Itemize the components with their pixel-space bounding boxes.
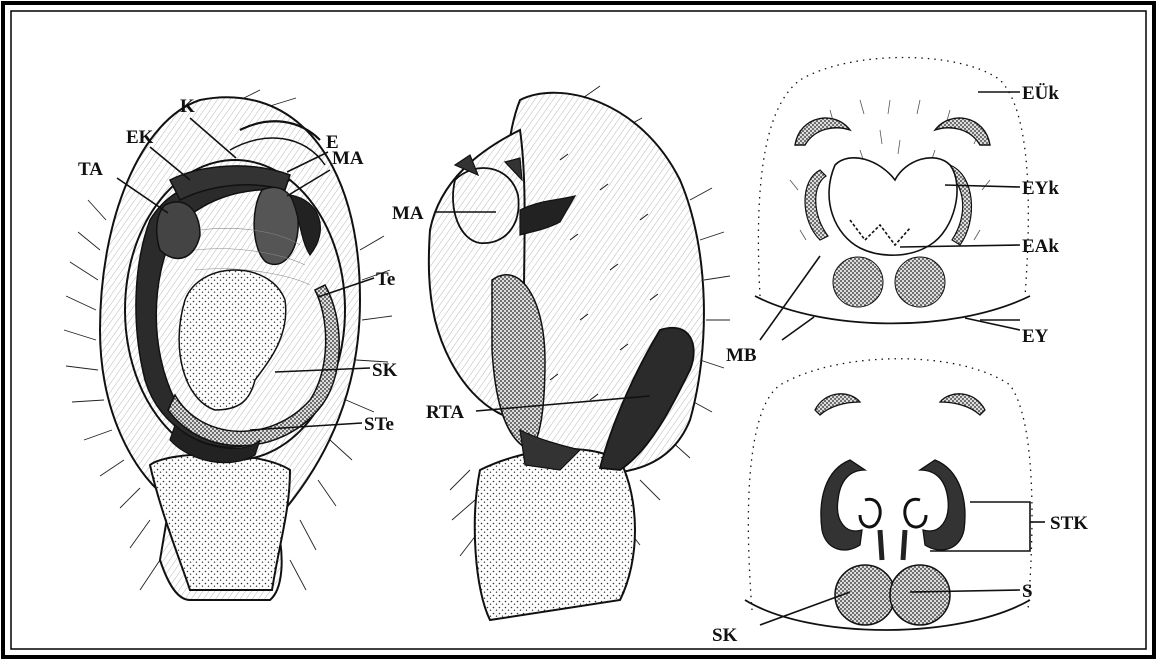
label-euk: EÜk bbox=[1022, 83, 1059, 104]
label-mb: MB bbox=[726, 345, 757, 366]
label-stk: STK bbox=[1050, 513, 1088, 534]
epigyne-top-drawing bbox=[755, 58, 1030, 324]
label-k: K bbox=[180, 96, 195, 117]
label-ste: STe bbox=[364, 414, 394, 435]
label-ta: TA bbox=[78, 159, 103, 180]
label-s: S bbox=[1022, 581, 1033, 602]
label-ma-left: MA bbox=[332, 148, 364, 169]
label-eak: EAk bbox=[1022, 236, 1059, 257]
label-rta: RTA bbox=[426, 402, 464, 423]
label-ma-mid: MA bbox=[392, 203, 424, 224]
label-ey: EY bbox=[1022, 326, 1049, 347]
label-sk-left: SK bbox=[372, 360, 398, 381]
label-ek: EK bbox=[126, 127, 154, 148]
epigyne-bottom-drawing bbox=[745, 359, 1032, 630]
middle-palp-drawing bbox=[429, 86, 730, 620]
label-eyk: EYk bbox=[1022, 178, 1059, 199]
label-te: Te bbox=[376, 269, 395, 290]
label-sk-right: SK bbox=[712, 625, 738, 646]
